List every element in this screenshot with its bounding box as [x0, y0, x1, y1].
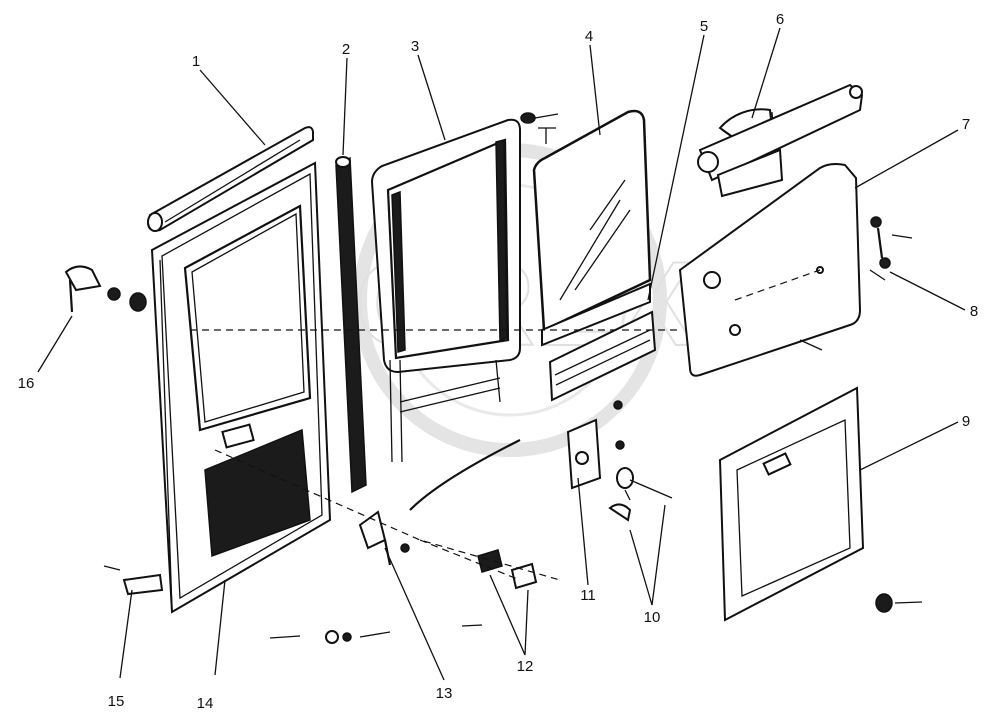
top-seal-strip [146, 126, 314, 232]
callout-labels: 1 2 3 4 5 6 7 8 9 10 11 12 13 14 15 16 [18, 11, 979, 712]
callout-5: 5 [700, 18, 708, 35]
outer-handle [64, 265, 147, 313]
window-regulator [697, 83, 864, 198]
vertical-seal [335, 156, 367, 494]
callout-12: 12 [517, 658, 534, 675]
window-frame [370, 118, 521, 463]
callout-10: 10 [644, 609, 661, 626]
inner-cover-plate [678, 163, 862, 377]
trim-panel [718, 386, 865, 622]
callout-2: 2 [342, 41, 350, 58]
latch-blocks [477, 549, 538, 590]
hinge [103, 565, 164, 596]
loose-fasteners [269, 593, 923, 644]
lock-mechanism [566, 400, 625, 490]
callout-4: 4 [585, 28, 593, 45]
callout-13: 13 [436, 685, 453, 702]
callout-15: 15 [108, 693, 125, 710]
lock-cylinder [608, 467, 673, 522]
leader-lines [37, 27, 966, 681]
callout-14: 14 [197, 695, 214, 712]
assembly-lines [190, 269, 821, 581]
callout-3: 3 [411, 38, 419, 55]
lock-rod [409, 439, 521, 511]
callout-9: 9 [962, 413, 970, 430]
callout-1: 1 [192, 53, 200, 70]
callout-8: 8 [970, 303, 978, 320]
callout-7: 7 [962, 116, 970, 133]
bolt-top [520, 112, 559, 144]
callout-16: 16 [18, 375, 35, 392]
glass-pane [532, 109, 652, 332]
screw [799, 339, 823, 351]
crank-handle [869, 216, 913, 281]
callout-6: 6 [776, 11, 784, 28]
inner-handle [358, 510, 410, 566]
door-panel [150, 161, 332, 614]
callout-11: 11 [580, 587, 596, 604]
